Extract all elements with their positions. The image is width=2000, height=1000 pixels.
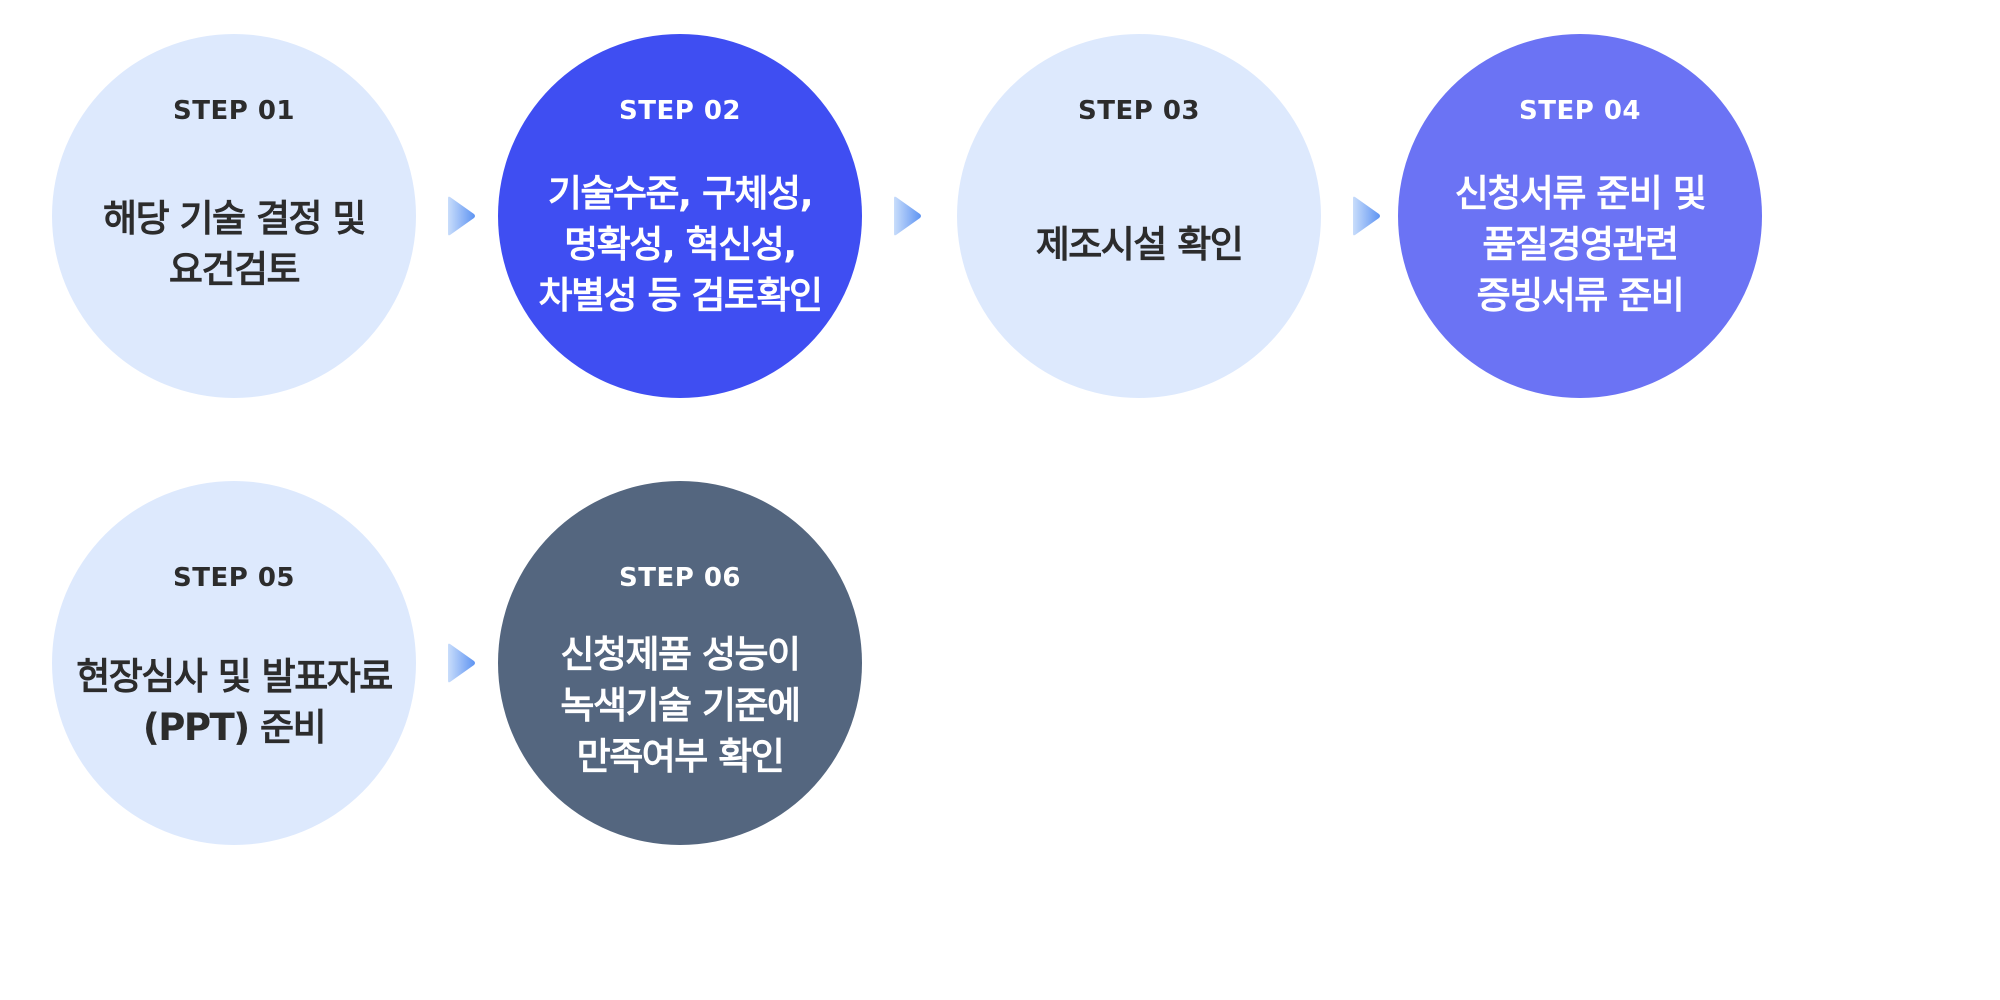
step-01-description: 해당 기술 결정 및 요건검토 (103, 197, 366, 291)
arrow-right-icon (1351, 196, 1381, 236)
step-04-circle: STEP 04 신청서류 준비 및 품질경영관련 증빙서류 준비 (1398, 34, 1762, 398)
step-05-circle: STEP 05 현장심사 및 발표자료 (PPT) 준비 (52, 481, 416, 845)
step-01-circle: STEP 01 해당 기술 결정 및 요건검토 (52, 34, 416, 398)
step-02-circle: STEP 02 기술수준, 구체성, 명확성, 혁신성, 차별성 등 검토확인 (498, 34, 862, 398)
step-04-description: 신청서류 준비 및 품질경영관련 증빙서류 준비 (1454, 171, 1707, 317)
arrow-right-icon (446, 196, 476, 236)
step-05-label: STEP 05 (172, 563, 295, 593)
step-02-label: STEP 02 (618, 96, 741, 126)
step-01-label: STEP 01 (172, 96, 295, 126)
step-03-label: STEP 03 (1077, 96, 1200, 126)
step-03-description: 제조시설 확인 (1035, 222, 1244, 266)
step-04-label: STEP 04 (1518, 96, 1641, 126)
step-06-circle: STEP 06 신청제품 성능이 녹색기술 기준에 만족여부 확인 (498, 481, 862, 845)
arrow-right-icon (446, 643, 476, 683)
arrow-right-icon (892, 196, 922, 236)
step-03-circle: STEP 03 제조시설 확인 (957, 34, 1321, 398)
step-02-description: 기술수준, 구체성, 명확성, 혁신성, 차별성 등 검토확인 (538, 171, 823, 317)
step-06-label: STEP 06 (618, 563, 741, 593)
step-05-description: 현장심사 및 발표자료 (PPT) 준비 (76, 655, 393, 749)
step-06-description: 신청제품 성능이 녹색기술 기준에 만족여부 확인 (560, 632, 801, 778)
